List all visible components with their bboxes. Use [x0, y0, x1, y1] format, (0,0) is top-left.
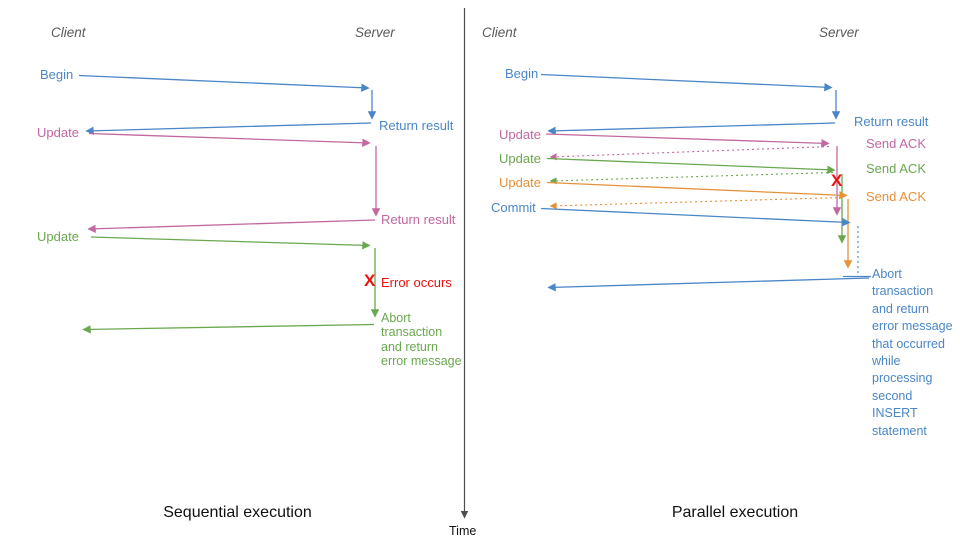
left-update1-request-arrow	[88, 132, 371, 147]
left-error-x-icon: X	[364, 271, 376, 290]
left-panel-title: Sequential execution	[163, 504, 312, 521]
right-commit-request-arrow	[540, 207, 851, 227]
right-abort-return-arrow	[547, 277, 870, 292]
left-panel-arrows	[78, 74, 381, 334]
left-abort-return-arrow	[82, 323, 375, 334]
right-begin-request-arrow	[540, 73, 833, 92]
left-begin-label: Begin	[40, 67, 74, 82]
right-return-result-label: Return result	[854, 114, 929, 129]
left-update-2-label: Update	[37, 229, 79, 244]
left-update-1-label: Update	[37, 125, 79, 140]
right-abort-message-label: Abort transaction and return error messa…	[872, 267, 953, 438]
right-panel-arrows	[540, 73, 871, 292]
time-axis-label: Time	[449, 524, 477, 538]
left-update1-return-arrow	[87, 219, 376, 234]
right-send-ack-1-label: Send ACK	[866, 136, 926, 151]
left-error-occurs-label: Error occurs	[381, 275, 452, 290]
right-update-3-label: Update	[499, 175, 541, 190]
right-update2-request-arrow	[546, 157, 836, 174]
right-server-header: Server	[819, 25, 859, 40]
right-update3-request-arrow	[546, 181, 848, 200]
right-update-1-label: Update	[499, 127, 541, 142]
right-panel-title: Parallel execution	[671, 504, 799, 521]
left-abort-message-label: Abort transaction and return error messa…	[381, 311, 462, 369]
right-send-ack-2-label: Send ACK	[866, 161, 926, 176]
right-error-x-icon: X	[831, 171, 843, 190]
right-update2-ack-arrow	[549, 171, 834, 185]
left-client-header: Client	[51, 25, 86, 40]
left-begin-return-arrow	[85, 122, 372, 136]
right-client-header: Client	[482, 25, 517, 40]
right-update1-ack-arrow	[549, 145, 830, 161]
left-update2-request-arrow	[90, 236, 371, 250]
right-update1-request-arrow	[545, 133, 830, 148]
left-begin-request-arrow	[78, 74, 370, 92]
right-send-ack-3-label: Send ACK	[866, 189, 926, 204]
right-update3-ack-arrow	[549, 196, 843, 210]
right-begin-return-arrow	[547, 122, 836, 136]
left-server-header: Server	[355, 25, 395, 40]
right-commit-label: Commit	[491, 200, 536, 215]
right-update-2-label: Update	[499, 151, 541, 166]
left-return-result-1-label: Return result	[379, 118, 454, 133]
right-begin-label: Begin	[505, 66, 539, 81]
left-return-result-2-label: Return result	[381, 212, 456, 227]
